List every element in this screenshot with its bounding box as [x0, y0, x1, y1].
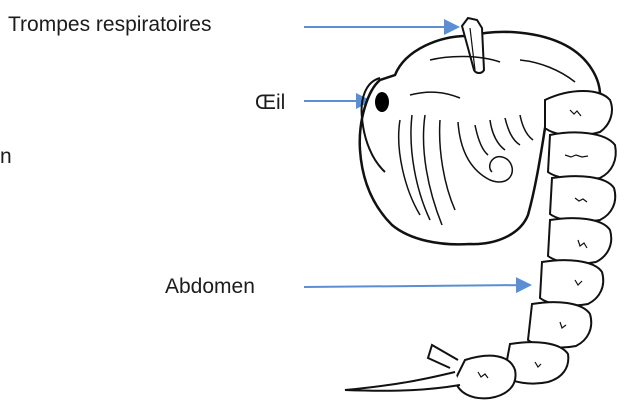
tail-paddle — [345, 372, 460, 391]
arrow-abdomen — [304, 285, 530, 287]
tail-fork — [428, 345, 458, 368]
eye-icon — [375, 92, 389, 112]
